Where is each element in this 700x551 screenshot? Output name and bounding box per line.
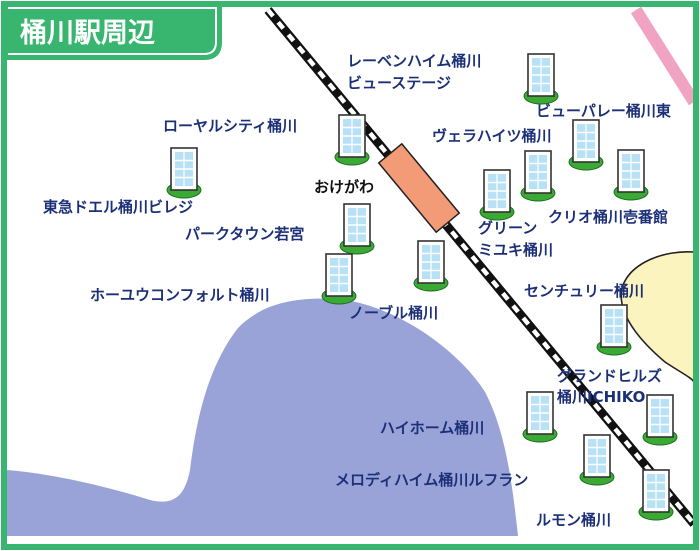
- building-label-line: レーベンハイム桶川: [347, 52, 481, 70]
- building-icon: [166, 147, 202, 199]
- building-label-century: センチュリー桶川: [524, 282, 644, 300]
- building-label-clio: クリオ桶川壱番館: [548, 208, 668, 226]
- building-label-line: グリーン: [478, 219, 537, 237]
- building-icon: [523, 53, 559, 105]
- building-label-royal-city: ローヤルシティ桶川: [163, 117, 297, 135]
- building-label-hi-home: ハイホーム桶川: [380, 419, 484, 437]
- pink-road: [630, 6, 700, 106]
- building-label-line: ルモン桶川: [536, 511, 611, 529]
- building-label-line: 東急ドエル桶川ビレジ: [43, 198, 193, 216]
- building-label-line: グランドヒルズ: [557, 367, 662, 385]
- building-label-line: ヴェラハイツ桶川: [432, 127, 552, 145]
- building-label-line: ミユキ桶川: [478, 241, 553, 259]
- building-label-tokyu: 東急ドエル桶川ビレジ: [43, 198, 193, 216]
- lake: [6, 298, 518, 536]
- building-icon: [334, 114, 370, 166]
- station-icon: [377, 142, 461, 234]
- building-label-line: クリオ桶川壱番館: [548, 208, 668, 226]
- building-label-line: ビューステージ: [347, 74, 451, 92]
- building-label-park-town: パークタウン若宮: [185, 225, 304, 243]
- building-label-line: ハイホーム桶川: [380, 419, 484, 437]
- building-label-leben: レーベンハイム桶川ビューステージ: [347, 52, 481, 92]
- station-label: おけがわ: [314, 178, 374, 196]
- building-label-view-palais: ビューパレー桶川東: [536, 102, 671, 120]
- building-label-line: ビューパレー桶川東: [536, 102, 671, 120]
- building-icon: [321, 253, 357, 305]
- building-label-noble: ノーブル桶川: [349, 304, 438, 322]
- building-label-line: メロディハイム桶川ルフラン: [335, 471, 528, 489]
- page-title: 桶川駅周辺: [20, 18, 155, 49]
- title-badge-inner-border: [8, 7, 217, 55]
- park-area: [620, 251, 695, 383]
- building-icon: [522, 391, 558, 443]
- building-label-line: ノーブル桶川: [349, 304, 438, 322]
- building-label-line: ホーユウコンフォルト桶川: [90, 286, 270, 304]
- building-icon: [579, 434, 615, 486]
- building-icon: [596, 304, 632, 356]
- building-icon: [339, 203, 375, 255]
- building-icon: [413, 240, 449, 292]
- building-label-line: ローヤルシティ桶川: [163, 117, 297, 135]
- building-label-lumon: ルモン桶川: [536, 511, 611, 529]
- building-label-line: パークタウン若宮: [185, 225, 304, 243]
- building-icon: [568, 119, 604, 171]
- building-label-vera-heights: ヴェラハイツ桶川: [432, 127, 552, 145]
- building-label-line: センチュリー桶川: [524, 282, 644, 300]
- building-label-ho-yu: ホーユウコンフォルト桶川: [90, 286, 270, 304]
- title-badge: [4, 4, 222, 60]
- building-label-grand-hills: グランドヒルズ桶川ICHIKO: [557, 367, 662, 406]
- building-icon: [638, 469, 674, 521]
- building-label-melody: メロディハイム桶川ルフラン: [335, 471, 528, 489]
- building-icon: [613, 149, 649, 201]
- building-label-line: 桶川ICHIKO: [557, 388, 645, 406]
- building-icon: [520, 150, 556, 202]
- railway-line: [264, 7, 698, 527]
- building-label-green-miyuki: グリーンミユキ桶川: [478, 219, 553, 259]
- building-icon: [479, 169, 515, 221]
- building-icon: [642, 394, 678, 446]
